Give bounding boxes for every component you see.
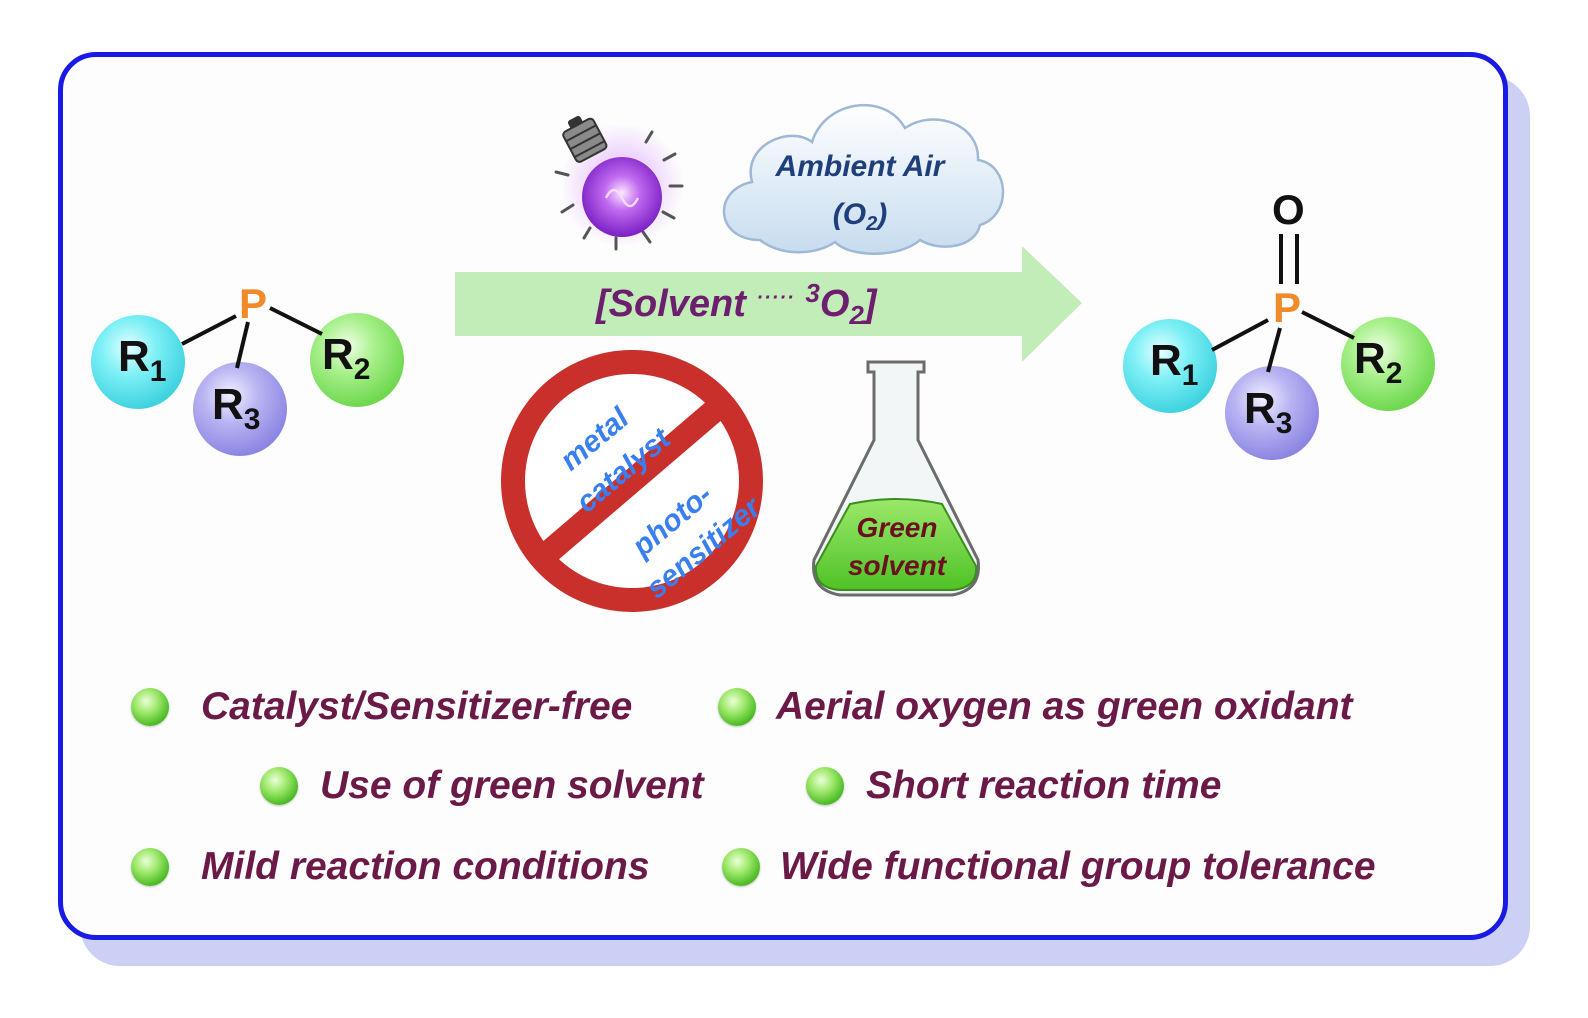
product-r3-ball: [1225, 366, 1319, 460]
green-bullet-icon: [718, 688, 756, 726]
product-bond-p-r3: [1266, 327, 1282, 373]
r1-ball: [91, 315, 185, 409]
feature-text: Use of green solvent: [320, 764, 704, 807]
reactant-r2-label: R2: [322, 330, 371, 386]
green-bullet-icon: [806, 767, 844, 805]
r3-ball: [193, 362, 287, 456]
feature-text: Catalyst/Sensitizer-free: [201, 685, 633, 728]
green-bullet-icon: [131, 688, 169, 726]
bond-p-r2: [269, 306, 323, 336]
light-bulb-icon: [554, 115, 684, 251]
bond-p-r1: [181, 314, 237, 346]
feature-item: Aerial oxygen as green oxidant: [718, 685, 1353, 729]
cloud-line-1: Ambient Air: [775, 150, 945, 183]
product-oxygen-atom: O: [1272, 186, 1305, 233]
product-r1-label: R1: [1150, 336, 1199, 392]
flask-text-line-2: solvent: [847, 550, 947, 581]
feature-item: Short reaction time: [806, 764, 1221, 808]
feature-item: Use of green solvent: [260, 764, 704, 808]
reactant-phosphorus-atom: P: [239, 280, 268, 327]
cloud-line-2: (O2): [832, 198, 888, 235]
feature-item: Wide functional group tolerance: [722, 845, 1376, 889]
green-bullet-icon: [260, 767, 298, 805]
feature-text: Mild reaction conditions: [201, 845, 650, 888]
prohibition-sign-icon: [501, 350, 763, 612]
feature-item: Mild reaction conditions: [131, 845, 650, 889]
product-r2-ball: [1341, 317, 1435, 411]
reactant-r1-label: R1: [118, 332, 167, 388]
product-bond-p-r2: [1301, 310, 1355, 340]
green-bullet-icon: [722, 848, 760, 886]
flask-text-line-1: Green: [856, 512, 938, 543]
product-phosphorus-atom: P: [1273, 284, 1302, 331]
product-r1-ball: [1123, 319, 1217, 413]
bond-p-r3: [235, 321, 250, 369]
cloud-icon: [722, 104, 1005, 255]
reaction-arrow: [455, 246, 1082, 362]
arrow-condition-label: [Solvent ····· 3O2]: [596, 278, 877, 330]
flask-icon: [812, 360, 980, 597]
product-r2-label: R2: [1354, 334, 1403, 390]
feature-text: Aerial oxygen as green oxidant: [776, 685, 1353, 728]
green-bullet-icon: [131, 848, 169, 886]
r2-ball: [310, 313, 404, 407]
feature-text: Wide functional group tolerance: [780, 845, 1376, 888]
feature-item: Catalyst/Sensitizer-free: [131, 685, 632, 729]
product-bond-p-r1: [1211, 318, 1269, 352]
feature-text: Short reaction time: [866, 764, 1222, 807]
product-r3-label: R3: [1244, 384, 1293, 440]
reactant-r3-label: R3: [212, 380, 261, 436]
